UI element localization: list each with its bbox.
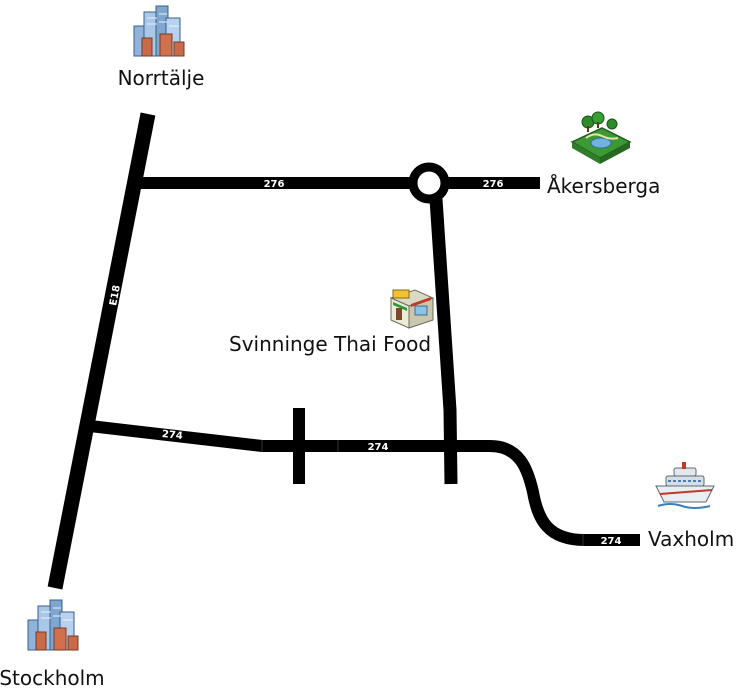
place-label-akersberga: Åkersberga	[547, 174, 660, 198]
place-label-vaxholm: Vaxholm	[648, 527, 734, 551]
road-connector	[429, 198, 458, 485]
place-label-restaurant: Svinninge Thai Food	[229, 332, 431, 356]
road-label-276-west: 276	[264, 179, 285, 190]
city-icon	[27, 599, 79, 651]
roundabout	[408, 162, 450, 204]
road-label-274-mid: 274	[368, 442, 389, 453]
road-label-276-east: 276	[483, 179, 504, 190]
road-label-274-west: 274	[161, 429, 183, 442]
ferry-icon	[655, 462, 715, 509]
city-icon	[133, 5, 185, 57]
restaurant-icon	[389, 289, 435, 329]
road-label-274-east: 274	[601, 536, 622, 547]
road-label-e18: E18	[108, 284, 123, 307]
place-label-norrtalje: Norrtälje	[118, 66, 205, 90]
road-274	[89, 408, 640, 546]
road-276	[138, 162, 540, 204]
park-icon	[570, 111, 632, 164]
road-e18	[47, 112, 156, 590]
place-label-stockholm: Stockholm	[0, 666, 105, 690]
